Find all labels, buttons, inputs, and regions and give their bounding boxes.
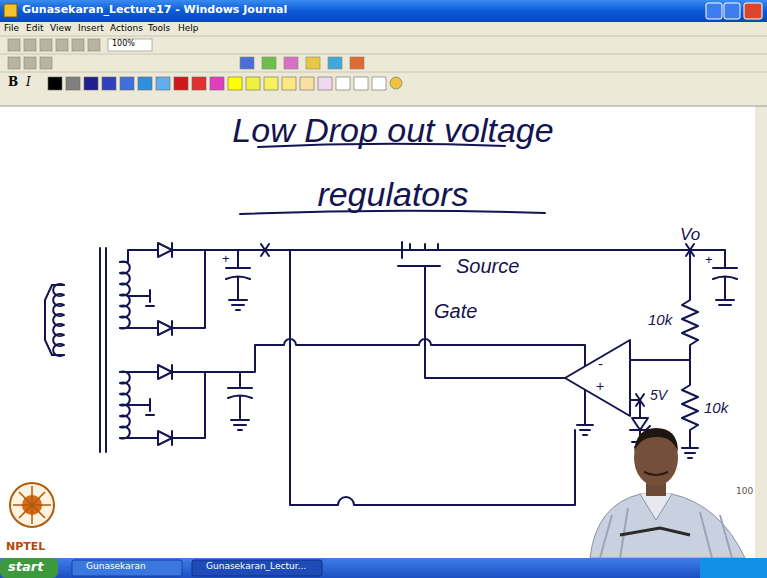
polarity-sign: +: [596, 379, 604, 394]
menu-item: Help: [178, 24, 199, 34]
menu-item: View: [50, 24, 71, 34]
taskbar-item: Gunasekaran_Lectur...: [206, 562, 306, 572]
diagram-title: Low Drop out voltage regulators: [228, 98, 558, 226]
color-swatches: [48, 77, 402, 90]
page-number: 100: [736, 487, 753, 497]
menu-item: Insert: [78, 24, 104, 34]
menu-item: Actions: [110, 24, 143, 34]
menu-item: Tools: [148, 24, 170, 34]
terminal-label: Gate: [434, 300, 477, 322]
taskbar: [0, 558, 767, 578]
title-bar: [0, 0, 767, 22]
taskbar-item: Gunasekaran: [86, 562, 146, 572]
resistor-value: 10k: [648, 312, 672, 329]
zoom-level: 100%: [112, 40, 135, 49]
toolbar-icons: [8, 39, 364, 69]
polarity-sign: +: [705, 253, 713, 267]
polarity-sign: +: [222, 252, 230, 266]
polarity-sign: -: [598, 356, 603, 373]
toolbar-button: B: [8, 76, 18, 89]
lecturer-figure: [590, 428, 745, 558]
toolbar-button: I: [26, 76, 31, 89]
menu-item: File: [4, 24, 19, 34]
start-button: start: [8, 560, 43, 574]
toolbar-area: [0, 22, 767, 106]
voltage-label: 5V: [650, 388, 667, 403]
resistor-value: 10k: [704, 400, 728, 417]
menu-item: Edit: [26, 24, 43, 34]
logo-text: NPTEL: [6, 541, 45, 553]
window-title: Gunasekaran_Lecture17 - Windows Journal: [22, 4, 287, 16]
nptel-logo: [10, 483, 54, 527]
terminal-label: Source: [456, 255, 519, 277]
signal-label: Vo: [680, 226, 700, 245]
